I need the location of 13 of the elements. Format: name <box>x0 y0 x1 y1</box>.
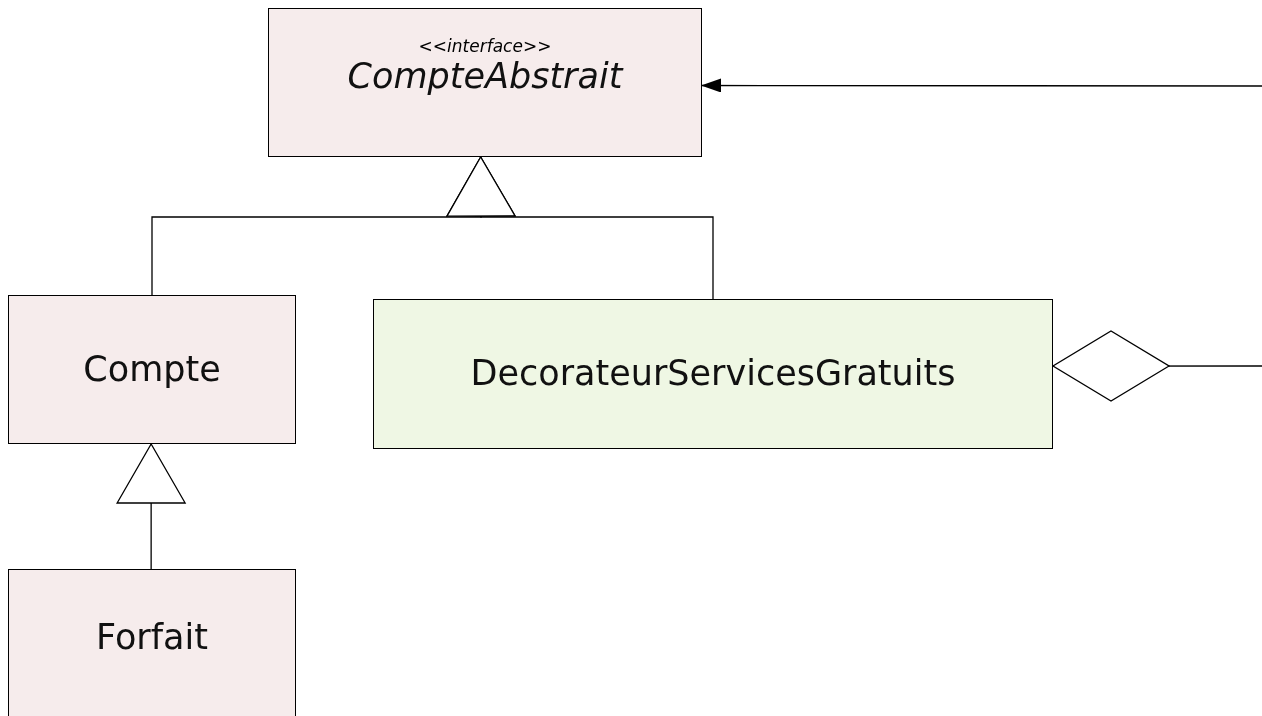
class-box <box>373 299 1053 449</box>
class-name: Forfait <box>96 616 208 659</box>
arrow <box>701 78 1262 93</box>
class-box <box>268 8 702 157</box>
class-name: Compte <box>83 347 221 391</box>
class-box <box>8 295 296 444</box>
class-name: CompteAbstrait <box>347 55 623 99</box>
aggregation-line <box>1052 330 1262 402</box>
inheritance-arrow <box>446 156 714 300</box>
class-name: DecorateurServicesGratuits <box>470 352 956 396</box>
stereotype-label: <<interface>> <box>418 36 552 58</box>
class-box <box>8 569 296 716</box>
inheritance-arrow <box>116 443 186 570</box>
